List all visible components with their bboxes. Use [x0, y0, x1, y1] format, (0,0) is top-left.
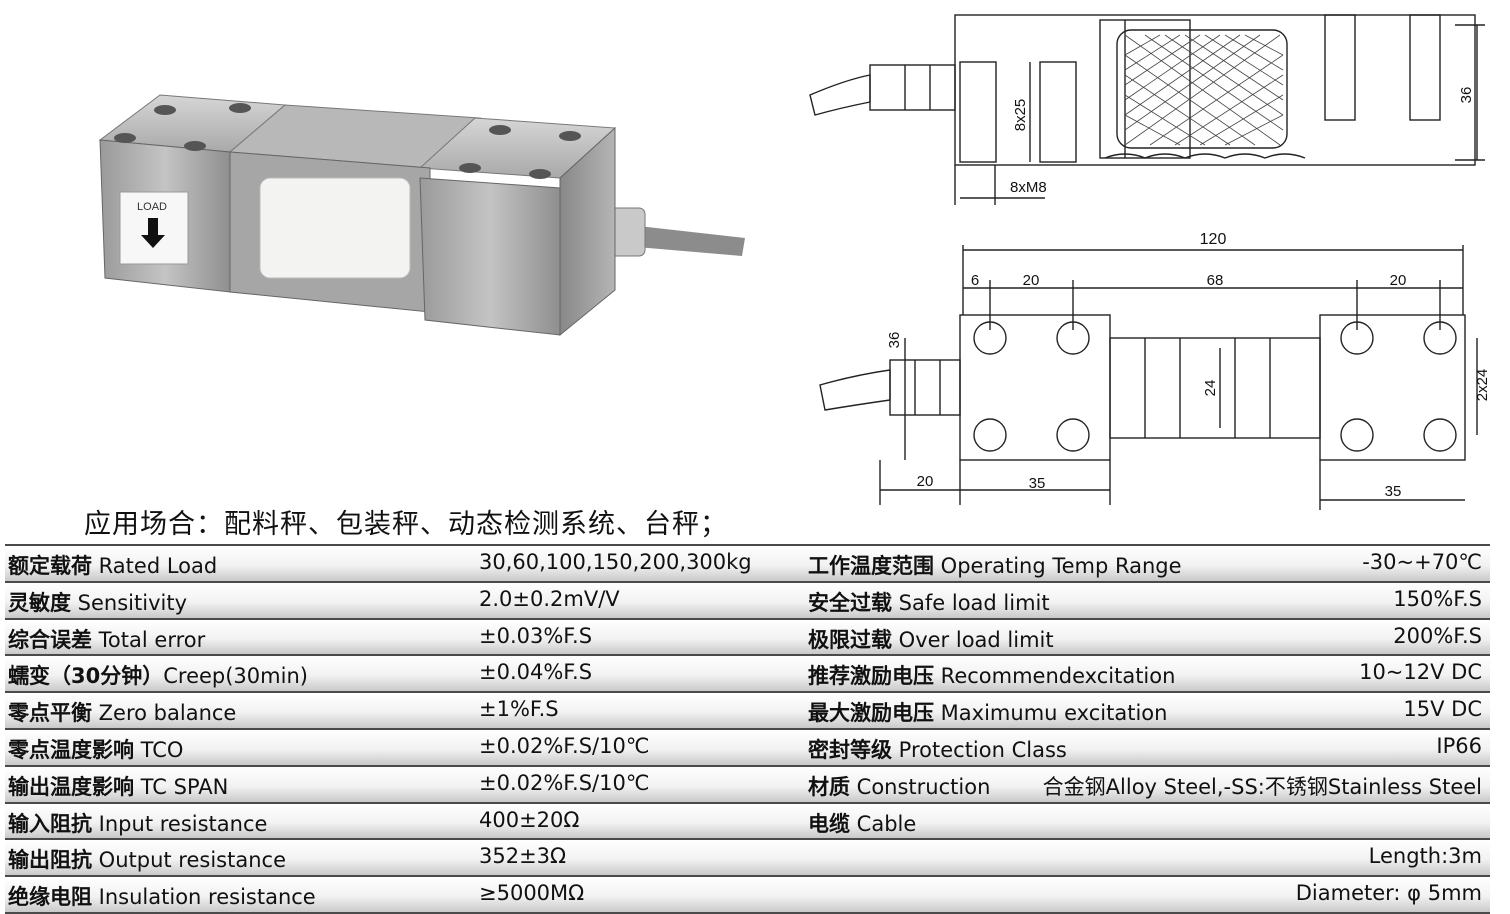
- dim-20-bottom: 20: [917, 473, 934, 490]
- spec-value: -30~+70℃: [1362, 550, 1482, 574]
- dim-6: 6: [971, 272, 979, 289]
- spec-value: IP66: [1436, 733, 1482, 758]
- table-row: 输出温度影响 TC SPAN ±0.02%F.S/10℃ 材质 Construc…: [5, 764, 1490, 802]
- dim-2x24: 2x24: [1474, 369, 1491, 402]
- spec-value: 352±3Ω: [479, 844, 567, 869]
- spec-value: 合金钢Alloy Steel,-SS:不锈钢Stainless Steel: [1042, 774, 1482, 799]
- application-line: 应用场合：配料秤、包装秤、动态检测系统、台秤；: [84, 509, 728, 540]
- dim-20-left: 20: [1023, 272, 1040, 289]
- dim-36-left: 36: [886, 332, 903, 349]
- spec-value: 10~12V DC: [1359, 660, 1482, 685]
- spec-value: 200%F.S: [1393, 623, 1482, 648]
- table-row: 额定载荷 Rated Load 30,60,100,150,200,300kg …: [5, 544, 1490, 581]
- dim-8x25: 8x25: [1012, 99, 1029, 132]
- spec-value: 400±20Ω: [479, 807, 580, 832]
- table-row: 输出阻抗 Output resistance 352±3Ω Length:3m: [5, 838, 1490, 876]
- spec-value: ±0.03%F.S: [479, 623, 593, 648]
- dim-20-right: 20: [1390, 272, 1407, 289]
- spec-value: Diameter: φ 5mm: [1295, 881, 1482, 906]
- spec-table: 额定载荷 Rated Load 30,60,100,150,200,300kg …: [5, 544, 1490, 914]
- table-row: 灵敏度 Sensitivity 2.0±0.2mV/V 安全过载 Safe lo…: [5, 580, 1490, 618]
- table-row: 蠕变（30分钟）Creep(30min) ±0.04%F.S 推荐激励电压 Re…: [5, 654, 1490, 692]
- spec-value: ≥5000MΩ: [479, 881, 585, 906]
- spec-value: ±0.02%F.S/10℃: [479, 770, 650, 795]
- dim-68: 68: [1207, 272, 1224, 289]
- spec-value: 2.0±0.2mV/V: [479, 586, 620, 611]
- table-row: 零点平衡 Zero balance ±1%F.S 最大激励电压 Maximumu…: [5, 691, 1490, 728]
- table-row: 输入阻抗 Input resistance 400±20Ω 电缆 Cable: [5, 801, 1490, 839]
- load-label-text: LOAD: [137, 201, 167, 213]
- spec-value: ±1%F.S: [479, 697, 559, 722]
- spec-value: 150%F.S: [1393, 586, 1482, 611]
- top-view-drawing: 120 6 20 68 20 36 24 2x24 20 35 35: [819, 231, 1491, 510]
- dim-120: 120: [1200, 231, 1227, 248]
- table-row: 综合误差 Total error ±0.03%F.S 极限过载 Over loa…: [5, 617, 1490, 655]
- spec-value: Length:3m: [1368, 844, 1482, 869]
- side-view-drawing: 36 8x25 8xM8: [809, 14, 1485, 205]
- spec-value: 15V DC: [1403, 697, 1482, 722]
- dim-8xm8: 8xM8: [1010, 179, 1047, 196]
- dim-24: 24: [1202, 380, 1219, 397]
- dim-35-right: 35: [1385, 483, 1402, 500]
- spec-value: ±0.02%F.S/10℃: [479, 733, 650, 758]
- spec-value: 30,60,100,150,200,300kg: [479, 550, 752, 574]
- load-cell-photo: LOAD: [98, 94, 745, 337]
- dim-35-left: 35: [1029, 475, 1046, 492]
- spec-value: ±0.04%F.S: [479, 660, 593, 685]
- down-arrow-icon: [141, 218, 165, 248]
- dim-36-top: 36: [1458, 87, 1475, 104]
- table-row: 零点温度影响 TCO ±0.02%F.S/10℃ 密封等级 Protection…: [5, 727, 1490, 765]
